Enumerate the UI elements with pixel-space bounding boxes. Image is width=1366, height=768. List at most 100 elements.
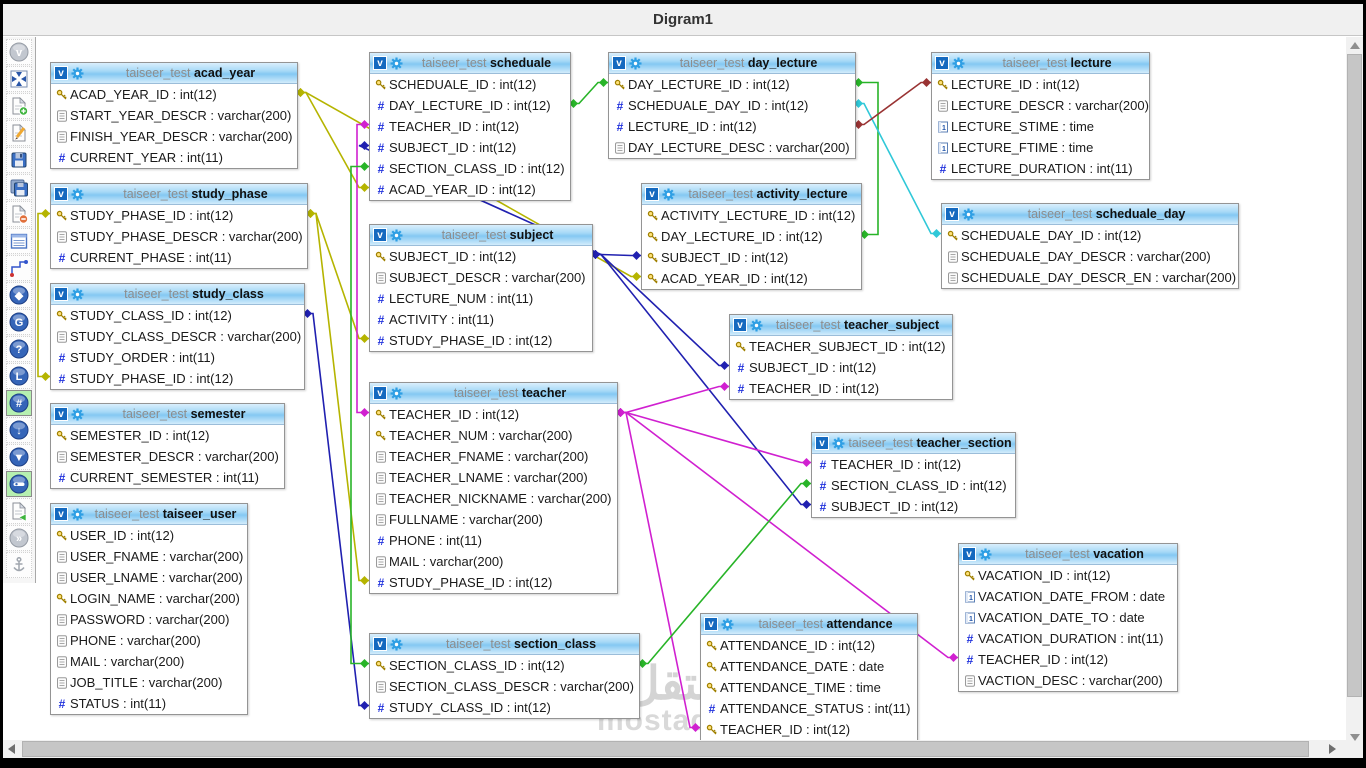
- table-field-row[interactable]: VACATION_ID : int(12): [959, 565, 1177, 586]
- table-field-row[interactable]: #STUDY_PHASE_ID : int(12): [370, 572, 617, 593]
- table-field-row[interactable]: SEMESTER_DESCR : varchar(200): [51, 446, 284, 467]
- table-options-gear-icon[interactable]: [71, 508, 84, 521]
- table-options-gear-icon[interactable]: [662, 188, 675, 201]
- toolbar-button-direct-links[interactable]: ◆: [6, 282, 32, 308]
- table-field-row[interactable]: #CURRENT_PHASE : int(11): [51, 247, 307, 268]
- table-field-row[interactable]: #STATUS : int(11): [51, 693, 247, 714]
- table-options-gear-icon[interactable]: [390, 57, 403, 70]
- table-field-row[interactable]: SECTION_CLASS_DESCR : varchar(200): [370, 676, 639, 697]
- scroll-up-arrow[interactable]: [1350, 42, 1360, 49]
- table-field-row[interactable]: SUBJECT_ID : int(12): [642, 247, 861, 268]
- table-field-row[interactable]: STUDY_CLASS_ID : int(12): [51, 305, 304, 326]
- toggle-table-icon[interactable]: v: [373, 56, 387, 70]
- toggle-table-icon[interactable]: v: [935, 56, 949, 70]
- table-field-row[interactable]: START_YEAR_DESCR : varchar(200): [51, 105, 297, 126]
- toggle-table-icon[interactable]: v: [612, 56, 626, 70]
- toolbar-button-small-big-all[interactable]: [6, 66, 32, 92]
- table-field-row[interactable]: TEACHER_NICKNAME : varchar(200): [370, 488, 617, 509]
- table-field-row[interactable]: FINISH_YEAR_DESCR : varchar(200): [51, 126, 297, 147]
- table-field-row[interactable]: SUBJECT_DESCR : varchar(200): [370, 267, 592, 288]
- toolbar-button-edit-table[interactable]: [6, 120, 32, 146]
- table-field-row[interactable]: SCHEDUALE_ID : int(12): [370, 74, 570, 95]
- table-field-row[interactable]: TEACHER_NUM : varchar(200): [370, 425, 617, 446]
- table-field-row[interactable]: #PHONE : int(11): [370, 530, 617, 551]
- scroll-right-arrow[interactable]: [1329, 744, 1336, 754]
- toolbar-button-anchor[interactable]: [6, 552, 32, 578]
- vertical-scroll-thumb[interactable]: [1347, 54, 1362, 697]
- table-field-row[interactable]: #TEACHER_ID : int(12): [730, 378, 952, 399]
- table-field-row[interactable]: #CURRENT_SEMESTER : int(11): [51, 467, 284, 488]
- toggle-table-icon[interactable]: v: [962, 547, 976, 561]
- table-field-row[interactable]: #ACTIVITY : int(11): [370, 309, 592, 330]
- table-field-row[interactable]: #SUBJECT_ID : int(12): [812, 496, 1015, 517]
- toolbar-button-move-menu[interactable]: »: [6, 525, 32, 551]
- toggle-table-icon[interactable]: v: [54, 507, 68, 521]
- toggle-table-icon[interactable]: v: [733, 318, 747, 332]
- table-field-row[interactable]: STUDY_PHASE_DESCR : varchar(200): [51, 226, 307, 247]
- table-field-row[interactable]: USER_FNAME : varchar(200): [51, 546, 247, 567]
- toolbar-button-add-table[interactable]: [6, 93, 32, 119]
- toolbar-button-create-relation[interactable]: [6, 255, 32, 281]
- toggle-table-icon[interactable]: v: [54, 407, 68, 421]
- table-field-row[interactable]: SCHEDUALE_DAY_DESCR_EN : varchar(200): [942, 267, 1238, 288]
- toggle-table-icon[interactable]: v: [373, 637, 387, 651]
- table-field-row[interactable]: LOGIN_NAME : varchar(200): [51, 588, 247, 609]
- vertical-scrollbar[interactable]: [1346, 37, 1363, 758]
- horizontal-scroll-thumb[interactable]: [22, 741, 1309, 757]
- toolbar-button-show-hide-panel[interactable]: v: [6, 39, 32, 65]
- table-field-row[interactable]: #SECTION_CLASS_ID : int(12): [370, 158, 570, 179]
- table-field-row[interactable]: VACTION_DESC : varchar(200): [959, 670, 1177, 691]
- table-field-row[interactable]: DAY_LECTURE_ID : int(12): [609, 74, 855, 95]
- table-options-gear-icon[interactable]: [71, 188, 84, 201]
- table-field-row[interactable]: #SECTION_CLASS_ID : int(12): [812, 475, 1015, 496]
- table-field-row[interactable]: ACTIVITY_LECTURE_ID : int(12): [642, 205, 861, 226]
- table-options-gear-icon[interactable]: [832, 437, 845, 450]
- table-field-row[interactable]: ACAD_YEAR_ID : int(12): [51, 84, 297, 105]
- table-field-row[interactable]: FULLNAME : varchar(200): [370, 509, 617, 530]
- table-field-row[interactable]: STUDY_PHASE_ID : int(12): [51, 205, 307, 226]
- table-options-gear-icon[interactable]: [390, 638, 403, 651]
- table-field-row[interactable]: #VACATION_DURATION : int(11): [959, 628, 1177, 649]
- table-field-row[interactable]: #LECTURE_DURATION : int(11): [932, 158, 1149, 179]
- toolbar-button-delete-table[interactable]: [6, 201, 32, 227]
- table-options-gear-icon[interactable]: [721, 618, 734, 631]
- toolbar-button-save-all-pages[interactable]: [6, 174, 32, 200]
- table-field-row[interactable]: LECTURE_DESCR : varchar(200): [932, 95, 1149, 116]
- table-field-row[interactable]: #STUDY_CLASS_ID : int(12): [370, 697, 639, 718]
- table-options-gear-icon[interactable]: [390, 229, 403, 242]
- table-options-gear-icon[interactable]: [629, 57, 642, 70]
- toggle-table-icon[interactable]: v: [54, 66, 68, 80]
- toggle-table-icon[interactable]: v: [54, 187, 68, 201]
- toolbar-button-save-position[interactable]: [6, 147, 32, 173]
- toolbar-button-collapse-all[interactable]: ▼: [6, 444, 32, 470]
- toggle-table-icon[interactable]: v: [645, 187, 659, 201]
- table-field-row[interactable]: #ACAD_YEAR_ID : int(12): [370, 179, 570, 200]
- table-field-row[interactable]: SEMESTER_ID : int(12): [51, 425, 284, 446]
- table-field-row[interactable]: #CURRENT_YEAR : int(11): [51, 147, 297, 168]
- table-field-row[interactable]: SUBJECT_ID : int(12): [370, 246, 592, 267]
- table-field-row[interactable]: PHONE : varchar(200): [51, 630, 247, 651]
- horizontal-scrollbar[interactable]: [3, 740, 1346, 758]
- table-field-row[interactable]: MAIL : varchar(200): [51, 651, 247, 672]
- table-field-row[interactable]: USER_LNAME : varchar(200): [51, 567, 247, 588]
